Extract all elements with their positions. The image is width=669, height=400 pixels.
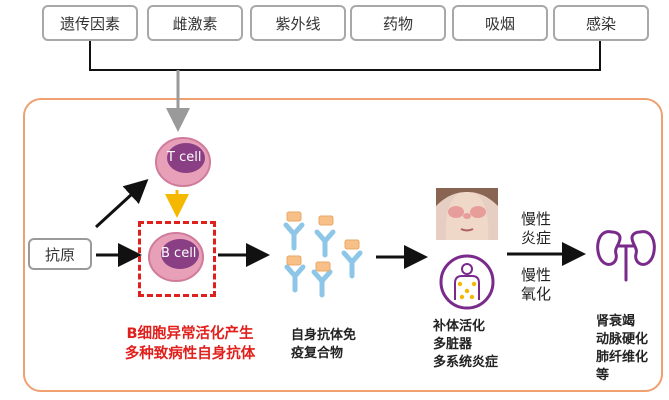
t-cell-label: T cell: [167, 150, 202, 165]
immune-complex-line-2: 疫复合物: [291, 346, 344, 361]
factor-uv: 紫外线: [250, 5, 346, 41]
factor-infection: 感染: [553, 5, 649, 41]
pathway-panel: [23, 98, 663, 392]
antigen-block-group: [286, 211, 360, 272]
complement-line-1: 补体活化: [433, 319, 486, 334]
chronic-inflammation-label: 慢性 炎症: [521, 210, 551, 248]
bcell-caption-line-1: B细胞异常活化产生: [126, 326, 254, 342]
antigen-to-tcell-arrow: [94, 178, 149, 229]
factor-bracket: [89, 41, 601, 71]
factor-drugs: 药物: [350, 5, 446, 41]
factor-estrogen: 雌激素: [147, 5, 243, 41]
antigen-label: 抗原: [28, 238, 92, 270]
factor-smoking: 吸烟: [452, 5, 548, 41]
kidney-icon: [596, 230, 656, 282]
complement-line-3: 多系统炎症: [433, 355, 499, 370]
chronic-inflammation-line-2: 炎症: [521, 229, 552, 247]
face-rash-icon: [436, 188, 498, 240]
antibody-icon: [283, 222, 363, 298]
t-cell-icon: [155, 137, 211, 187]
bcell-highlight-box: [138, 221, 216, 297]
body-inflammation-icon: [439, 254, 495, 310]
b-cell-label: B cell: [161, 246, 197, 261]
chronic-oxidation-line-2: 氧化: [521, 285, 552, 303]
immune-complex-line-1: 自身抗体免: [291, 328, 357, 343]
chronic-oxidation-line-1: 慢性: [521, 266, 552, 284]
bcell-caption: B细胞异常活化产生 多种致病性自身抗体: [100, 324, 280, 364]
outcome-line-1: 肾衰竭: [596, 314, 636, 329]
outcome-caption: 肾衰竭 动脉硬化 肺纤维化 等: [596, 313, 648, 385]
chronic-inflammation-line-1: 慢性: [521, 210, 552, 228]
outcome-line-4: 等: [596, 368, 610, 383]
outcome-line-3: 肺纤维化: [596, 350, 649, 365]
outcome-line-2: 动脉硬化: [596, 332, 649, 347]
complement-line-2: 多脏器: [433, 337, 473, 352]
factor-genetic: 遗传因素: [42, 5, 138, 41]
chronic-oxidation-label: 慢性 氧化: [521, 266, 551, 304]
complement-caption: 补体活化 多脏器 多系统炎症: [433, 318, 498, 372]
immune-complex-caption: 自身抗体免 疫复合物: [291, 327, 356, 363]
bcell-caption-line-2: 多种致病性自身抗体: [124, 346, 256, 362]
b-cell-icon: [148, 232, 204, 282]
